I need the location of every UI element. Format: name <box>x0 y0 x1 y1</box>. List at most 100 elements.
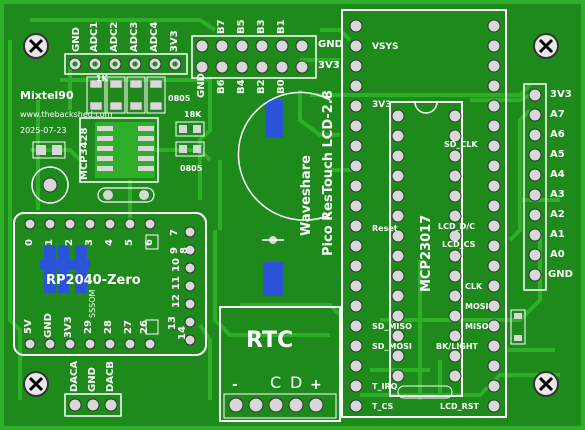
pkg-0805-bottom-label: 0805 <box>180 164 203 173</box>
b-pin-b7-label: B7 <box>216 19 227 34</box>
resistor-array <box>86 76 166 114</box>
rp-pin-3: 3 <box>84 239 95 246</box>
rtc-pin-c: C <box>270 373 282 392</box>
rp-pin-12: 12 <box>171 294 182 308</box>
adc-header <box>64 53 188 75</box>
addr-pin-a3: A3 <box>550 189 565 200</box>
dac-pin-gnd: GND <box>87 367 98 392</box>
rp-pin-6: 6 <box>144 239 155 246</box>
b-pin-b2-label: B2 <box>256 79 267 94</box>
pkg-0805-top-label: 0805 <box>168 94 191 103</box>
rp-pin-28: 28 <box>103 320 114 334</box>
addr-pin-a7: A7 <box>550 109 565 120</box>
rp-pin-27: 27 <box>123 320 134 334</box>
rp-pin-5v: 5V <box>23 319 34 334</box>
addr-pin-a1: A1 <box>550 229 565 240</box>
rtc-pin-minus: - <box>232 377 238 393</box>
address-header <box>523 83 547 291</box>
adc-pin-3v3-label: 3V3 <box>169 30 180 52</box>
mounting-holes <box>23 33 559 397</box>
mcp3428-label: MCP3428 <box>79 127 90 180</box>
addr-pin-a2: A2 <box>550 209 565 220</box>
rtc-pin-plus: + <box>310 377 322 393</box>
lcd-pin-sd-mosi: SD_MOSI <box>372 342 412 351</box>
rtc-module <box>219 306 341 422</box>
lcd-pin-mosi: MOSI <box>465 302 489 311</box>
lcd-pin-sd-miso: SD_MISO <box>372 322 412 331</box>
pullup-resistor <box>510 309 526 345</box>
rp-pin-11: 11 <box>171 276 182 290</box>
b-pin-b1-label: B1 <box>276 19 287 34</box>
adc-pin-adc1-label: ADC1 <box>89 21 100 52</box>
rp-pin-2: 2 <box>64 239 75 246</box>
dac-header <box>64 393 122 417</box>
lcd-right-pins <box>487 19 501 413</box>
website-label: www.thebackshed.com <box>20 110 113 119</box>
dac-pin-dacb: DACB <box>105 360 116 392</box>
resistor-1k-label: 1K <box>96 74 108 83</box>
lcd-left-pins <box>349 19 363 413</box>
lcd-pin-t-irq: T_IRQ <box>372 382 398 391</box>
rp2040-zero-label: RP2040-Zero <box>46 273 141 288</box>
lcd-pin-reset: Reset <box>372 224 398 233</box>
adc-pin-adc4-label: ADC4 <box>149 21 160 52</box>
b-pin-b5-label: B5 <box>236 19 247 34</box>
rp-pin-5: 5 <box>124 239 135 246</box>
b-pin-b0-label: B0 <box>276 79 287 94</box>
author-label: Mixtel90 <box>20 89 74 102</box>
b-header <box>191 35 317 79</box>
header-3v3-label: 3V3 <box>318 60 340 71</box>
lcd-pin-sd-clk: SD_CLK <box>444 140 478 149</box>
header-gnd-label: GND <box>318 39 343 50</box>
lcd-model-label: Pico ResTouch LCD-2.8 <box>321 90 336 256</box>
addr-pin-a5: A5 <box>550 149 565 160</box>
mcp23017-label: MCP23017 <box>419 214 434 292</box>
b-pin-b3-label: B3 <box>256 19 267 34</box>
lcd-pin-clk: CLK <box>465 282 483 291</box>
addr-pin-a4: A4 <box>550 169 565 180</box>
lcd-pin-bk-light: BK/LIGHT <box>436 342 479 351</box>
lcd-pin-lcd-rst: LCD_RST <box>440 402 479 411</box>
lcd-pin-vsys: VSYS <box>372 42 399 52</box>
addr-pin-a0: A0 <box>550 249 565 260</box>
rp-pin-7: 7 <box>169 229 180 236</box>
addr-pin-gnd: GND <box>548 269 573 280</box>
resistors-18k <box>175 121 205 157</box>
rp-pin-gnd: GND <box>43 313 54 338</box>
rtc-pin-d: D <box>290 373 303 392</box>
lcd-pin-3v3: 3V3 <box>372 100 392 110</box>
rtc-label: RTC <box>246 328 294 353</box>
rp-pin-14: 14 <box>177 326 188 340</box>
date-label: 2025-07-23 <box>20 126 67 135</box>
rp-pin-29: 29 <box>83 320 94 334</box>
adc-pin-adc3-label: ADC3 <box>129 21 140 52</box>
rp-pin-3v3: 3V3 <box>63 316 74 338</box>
decoupling-cap <box>397 385 453 399</box>
b-pin-b6-label: B6 <box>216 79 227 94</box>
adc-pin-gnd-label: GND <box>71 27 82 52</box>
rp2040-zero-module <box>13 212 207 356</box>
mcp23017-chip <box>389 101 463 397</box>
adc-pin-adc2-label: ADC2 <box>109 21 120 52</box>
bottom-layer-traces <box>40 100 283 296</box>
rp-pin-8: 8 <box>179 247 190 254</box>
lcd-pin-lcd-cs: LCD_CS <box>442 240 476 249</box>
addr-pin-3v3: 3V3 <box>550 89 572 100</box>
addr-pin-a6: A6 <box>550 129 565 140</box>
rp-pin-4: 4 <box>104 239 115 246</box>
b-pin-b4-label: B4 <box>236 79 247 94</box>
lcd-pin-miso: MISO <box>465 322 489 331</box>
resistor-18k-label: 18K <box>184 110 202 119</box>
lcd-pin-t-cs: T_CS <box>372 402 394 411</box>
lcd-pin-lcd-dc: LCD_D/C <box>438 222 476 231</box>
rp-pin-1: 1 <box>44 239 55 246</box>
rp-pin-26: 26 <box>139 320 150 334</box>
rp-pin-0: 0 <box>24 239 35 246</box>
rp-pin-9: 9 <box>169 247 180 254</box>
lcd-footprint <box>237 9 507 418</box>
rp2040-bottom-silk: SSSOM <box>88 289 97 318</box>
crystal <box>97 187 155 203</box>
